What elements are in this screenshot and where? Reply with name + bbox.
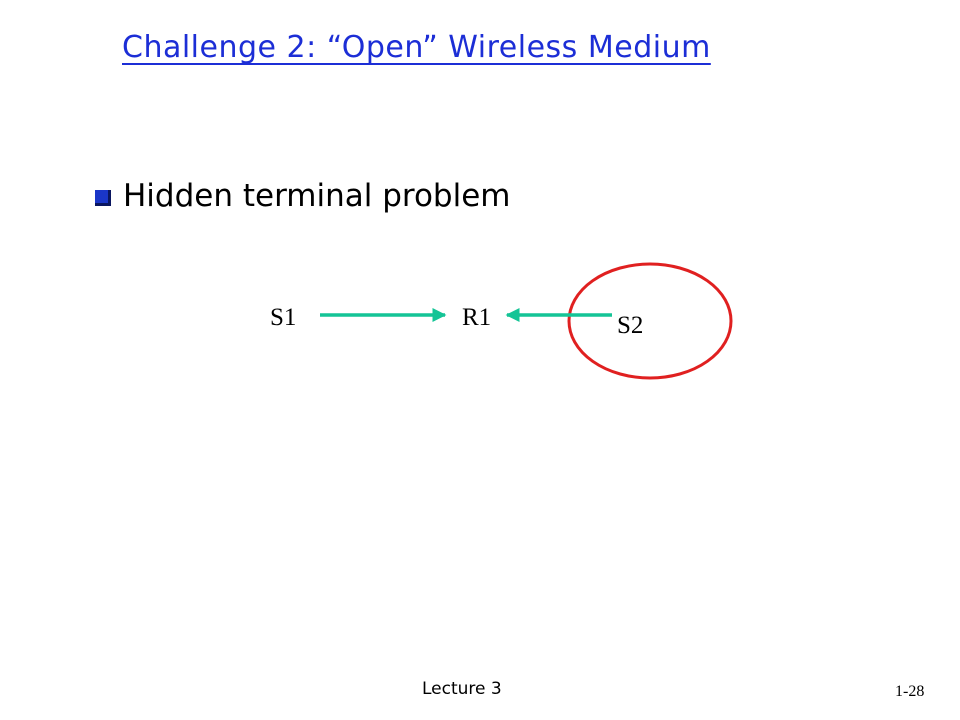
slide-title: Challenge 2: “Open” Wireless Medium: [122, 30, 711, 65]
node-r1-label: R1: [462, 304, 491, 331]
square-bullet-icon: [95, 190, 111, 206]
s2-range-circle: [567, 262, 733, 380]
page-number: 1-28: [895, 683, 925, 700]
footer-lecture: Lecture 3: [422, 679, 502, 699]
node-s1-label: S1: [270, 304, 296, 331]
bullet-item: Hidden terminal problem: [95, 178, 510, 214]
node-s2-label: S2: [617, 312, 643, 339]
bullet-text: Hidden terminal problem: [123, 178, 511, 214]
